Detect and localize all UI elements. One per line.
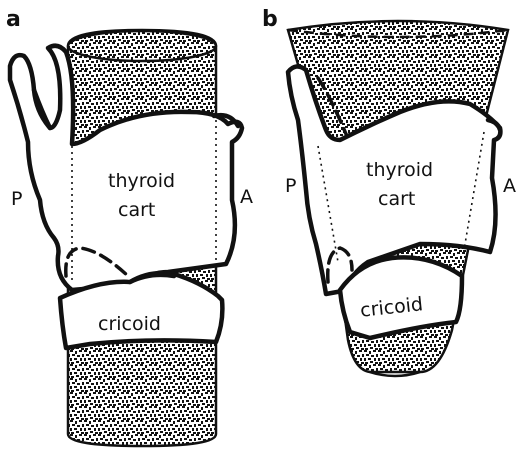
panel-b-cart-label: cart — [378, 188, 415, 210]
panel-b-thyroid-label: thyroid — [366, 159, 433, 181]
panel-a-posterior-label: P — [11, 188, 22, 210]
panel-a: a — [6, 7, 253, 446]
panel-b-letter: b — [262, 7, 278, 32]
panel-b: b P A t — [262, 7, 516, 376]
panel-a-letter: a — [6, 7, 21, 32]
panel-a-thyroid-label: thyroid — [108, 170, 175, 192]
panel-b-anterior-label: A — [503, 175, 516, 197]
panel-b-posterior-label: P — [285, 175, 296, 197]
panel-a-cart-label: cart — [118, 199, 155, 221]
panel-a-cricoid-label: cricoid — [98, 313, 161, 335]
panel-a-anterior-label: A — [240, 186, 253, 208]
